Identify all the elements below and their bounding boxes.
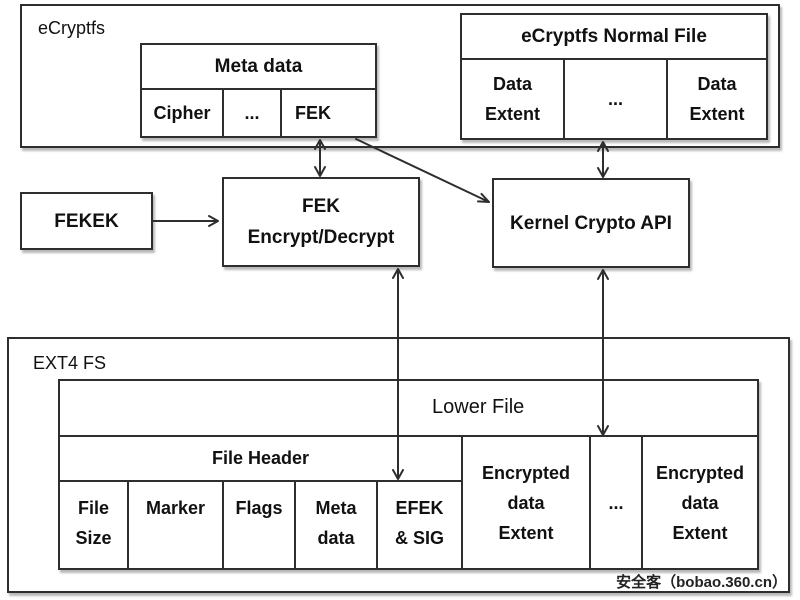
file-header-title: File Header: [60, 437, 461, 482]
meta-cell-cipher: Cipher: [142, 90, 224, 136]
arrow-fekek-to-fek-encdec: [152, 215, 219, 227]
fek-encrypt-decrypt-line1: FEK: [302, 196, 340, 217]
normal-file-header: eCryptfs Normal File: [462, 15, 766, 60]
normal-file-row: Data Extent ... Data Extent: [462, 60, 766, 138]
flags-label: Flags: [235, 498, 283, 518]
encrypted-extent-2-line2: data: [681, 492, 719, 513]
encrypted-extent-2-line3: Extent: [672, 522, 728, 543]
data-extent-cell-1: Data Extent: [462, 60, 565, 138]
ext4-label: EXT4 FS: [33, 353, 107, 373]
file-size-line2: Size: [75, 528, 112, 548]
encrypted-extent-cell-2: Encrypted data Extent: [643, 437, 757, 568]
meta-cell-ellipsis-label: ...: [244, 103, 260, 123]
kernel-crypto-api-box: Kernel Crypto API: [492, 178, 690, 268]
watermark-text: 安全客（bobao.360.cn）: [616, 574, 787, 591]
fek-encrypt-decrypt-box: FEK Encrypt/Decrypt: [222, 177, 420, 267]
lower-file-body-row: File Header File Size Marker Flags Meta …: [60, 437, 757, 568]
data-extent-2-line2: Extent: [689, 104, 745, 124]
encrypted-extent-ellipsis-cell: ...: [591, 437, 643, 568]
encrypted-extent-1-line1: Encrypted: [481, 462, 571, 483]
ecryptfs-label: eCryptfs: [38, 18, 106, 38]
file-header-group: File Header File Size Marker Flags Meta …: [60, 437, 463, 568]
encrypted-extent-cell-1: Encrypted data Extent: [463, 437, 591, 568]
fek-encrypt-decrypt-line2: Encrypt/Decrypt: [247, 227, 395, 248]
data-extent-cell-2: Data Extent: [668, 60, 766, 138]
lower-file-table: Lower File File Header File Size Marker …: [58, 379, 759, 570]
meta-cell-fek: FEK: [282, 90, 375, 136]
fekek-label: FEKEK: [54, 210, 119, 232]
meta-data-table: Meta data Cipher ... FEK: [140, 43, 377, 138]
meta-cell-ellipsis: ...: [224, 90, 282, 136]
kernel-crypto-api-label: Kernel Crypto API: [510, 212, 672, 234]
file-size-cell: File Size: [60, 482, 129, 568]
encrypted-extent-1-line3: Extent: [498, 522, 554, 543]
efek-sig-line2: & SIG: [394, 528, 444, 548]
efek-sig-cell: EFEK & SIG: [378, 482, 461, 568]
meta-cell-fek-label: FEK: [295, 103, 331, 123]
meta-data-line2: data: [317, 528, 355, 548]
file-header-cells-row: File Size Marker Flags Meta data EFEK & …: [60, 482, 461, 568]
lower-file-title-row: Lower File: [60, 381, 757, 437]
fekek-box: FEKEK: [20, 192, 153, 250]
data-extent-2-line1: Data: [697, 74, 737, 94]
marker-cell: Marker: [129, 482, 224, 568]
meta-data-line1: Meta: [315, 498, 357, 518]
data-extent-1-line2: Extent: [484, 104, 540, 124]
marker-label: Marker: [145, 498, 206, 518]
encrypted-extent-ellipsis-label: ...: [608, 492, 624, 513]
encrypted-extent-1-line2: data: [507, 492, 545, 513]
data-extent-ellipsis-cell: ...: [565, 60, 668, 138]
normal-file-table: eCryptfs Normal File Data Extent ... Dat…: [460, 13, 768, 140]
data-extent-1-line1: Data: [492, 74, 532, 94]
meta-data-header: Meta data: [142, 45, 375, 90]
file-size-line1: File: [77, 498, 109, 518]
meta-cell-cipher-label: Cipher: [153, 103, 211, 123]
meta-data-cell: Meta data: [296, 482, 378, 568]
lower-file-title: Lower File: [432, 396, 525, 418]
data-extent-ellipsis-label: ...: [607, 89, 623, 109]
flags-cell: Flags: [224, 482, 296, 568]
encrypted-extent-2-line1: Encrypted: [655, 462, 745, 483]
efek-sig-line1: EFEK: [395, 498, 444, 518]
meta-data-row: Cipher ... FEK: [142, 90, 375, 136]
